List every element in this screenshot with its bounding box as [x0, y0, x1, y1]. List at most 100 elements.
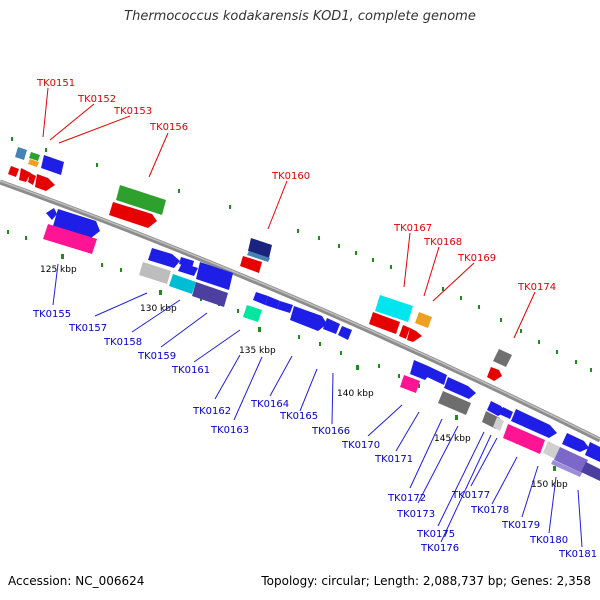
- scale-label: 150 kbp: [531, 480, 568, 490]
- leader-lines-above: [42, 87, 536, 339]
- gene-feature[interactable]: [179, 257, 194, 268]
- gene-label-above[interactable]: TK0152: [77, 94, 116, 105]
- gene-feature[interactable]: [43, 224, 97, 254]
- gene-feature-tk0180[interactable]: [554, 447, 588, 473]
- gene-label-below[interactable]: TK0155: [32, 309, 71, 320]
- gene-feature[interactable]: [41, 155, 64, 175]
- gene-feature[interactable]: [148, 248, 180, 268]
- gene-label-below[interactable]: TK0170: [341, 440, 380, 451]
- gene-label-above[interactable]: TK0160: [271, 171, 310, 182]
- accession-text: Accession: NC_006624: [8, 574, 145, 588]
- gene-feature[interactable]: [562, 433, 589, 452]
- genes-below-backbone: [43, 208, 600, 481]
- gene-feature-tk0168[interactable]: [415, 312, 432, 328]
- gene-feature[interactable]: [407, 328, 422, 342]
- gene-feature-tk0178[interactable]: [503, 424, 545, 454]
- gene-feature[interactable]: [581, 462, 600, 481]
- gene-feature-tk0174[interactable]: [493, 349, 512, 367]
- gene-label-below[interactable]: TK0164: [250, 399, 289, 410]
- gene-feature[interactable]: [46, 208, 57, 220]
- gene-label-above[interactable]: TK0151: [36, 78, 75, 89]
- gene-feature[interactable]: [196, 262, 233, 290]
- gene-feature-tk0176[interactable]: [499, 407, 513, 419]
- gene-feature[interactable]: [19, 168, 31, 182]
- tick-marks-upper: [11, 137, 592, 372]
- gene-label-below[interactable]: TK0165: [279, 411, 318, 422]
- scale-label: 145 kbp: [434, 434, 471, 444]
- gene-label-above[interactable]: TK0167: [393, 223, 432, 234]
- gene-feature-tk0163[interactable]: [265, 296, 280, 309]
- gene-feature-tk0156[interactable]: [116, 185, 166, 215]
- scale-label: 140 kbp: [337, 389, 374, 399]
- gene-label-above[interactable]: TK0153: [113, 106, 152, 117]
- gene-label-below[interactable]: TK0172: [387, 493, 426, 504]
- gene-feature[interactable]: [247, 251, 270, 262]
- gene-feature[interactable]: [8, 166, 19, 177]
- gene-label-above[interactable]: TK0168: [423, 237, 462, 248]
- scale-label: 125 kbp: [40, 265, 77, 275]
- gene-feature[interactable]: [425, 366, 447, 385]
- map-title: Thermococcus kodakarensis KOD1, complete…: [124, 9, 476, 24]
- gene-feature-tk0162[interactable]: [253, 292, 268, 305]
- gene-label-below[interactable]: TK0175: [416, 529, 455, 540]
- gene-feature-tk0152[interactable]: [29, 152, 40, 161]
- gene-label-below[interactable]: TK0166: [311, 426, 350, 437]
- gene-feature[interactable]: [28, 173, 36, 185]
- gene-feature-tk0166[interactable]: [323, 318, 340, 334]
- gene-label-below[interactable]: TK0162: [192, 406, 231, 417]
- gene-label-below[interactable]: TK0161: [171, 365, 210, 376]
- gene-feature-tk0159[interactable]: [192, 282, 228, 307]
- gene-label-below[interactable]: TK0171: [374, 454, 413, 465]
- gene-label-below[interactable]: TK0173: [396, 509, 435, 520]
- gene-label-below[interactable]: TK0157: [68, 323, 107, 334]
- scale-ticks: [61, 254, 556, 471]
- tick-marks-lower: [7, 230, 518, 444]
- scale-label: 135 kbp: [239, 346, 276, 356]
- gene-label-above[interactable]: TK0169: [457, 253, 496, 264]
- genome-summary-text: Topology: circular; Length: 2,088,737 bp…: [261, 574, 591, 588]
- gene-feature-tk0171[interactable]: [438, 391, 471, 415]
- gene-feature-tk0153[interactable]: [28, 159, 39, 167]
- gene-feature[interactable]: [444, 377, 476, 399]
- gene-feature[interactable]: [551, 460, 582, 477]
- gene-label-below[interactable]: TK0158: [103, 337, 142, 348]
- gene-feature[interactable]: [240, 256, 262, 273]
- scale-label: 130 kbp: [140, 304, 177, 314]
- genome-backbone: [0, 179, 600, 443]
- gene-feature-tk0158[interactable]: [169, 274, 196, 294]
- gene-label-below[interactable]: TK0163: [210, 425, 249, 436]
- gene-feature[interactable]: [487, 367, 502, 381]
- gene-feature-tk0177[interactable]: [511, 409, 557, 438]
- gene-label-above[interactable]: TK0156: [149, 122, 188, 133]
- gene-feature-tk0167[interactable]: [375, 295, 413, 322]
- genes-above-backbone: [8, 147, 512, 381]
- gene-feature-tk0157[interactable]: [139, 262, 171, 284]
- gene-feature-tk0155[interactable]: [53, 209, 100, 238]
- gene-label-below[interactable]: TK0179: [501, 520, 540, 531]
- gene-feature-tk0164[interactable]: [277, 301, 293, 313]
- gene-feature[interactable]: [369, 312, 400, 334]
- leader-lines-below: [52, 263, 583, 548]
- gene-feature-tk0169[interactable]: [399, 325, 410, 339]
- gene-feature-tk0151[interactable]: [15, 147, 27, 160]
- gene-label-below[interactable]: TK0177: [451, 490, 490, 501]
- gene-feature-tk0179[interactable]: [543, 441, 560, 459]
- gene-feature-tk0181[interactable]: [585, 442, 600, 462]
- gene-label-below[interactable]: TK0176: [420, 543, 459, 554]
- gene-feature[interactable]: [178, 263, 198, 276]
- gene-label-above[interactable]: TK0174: [517, 282, 556, 293]
- gene-feature-tk0161[interactable]: [243, 305, 262, 322]
- gene-feature-tk0170[interactable]: [400, 375, 420, 393]
- gene-label-below[interactable]: TK0180: [529, 535, 568, 546]
- gene-feature-tk0173[interactable]: [493, 417, 504, 431]
- genome-backbone-highlight: [0, 180, 600, 440]
- gene-label-below[interactable]: TK0178: [470, 505, 509, 516]
- gene-label-below[interactable]: TK0159: [137, 351, 176, 362]
- gene-feature[interactable]: [109, 202, 157, 228]
- gene-feature[interactable]: [35, 174, 55, 191]
- gene-label-below[interactable]: TK0181: [558, 549, 597, 560]
- gene-feature[interactable]: [338, 326, 352, 340]
- gene-feature-tk0165[interactable]: [290, 306, 327, 331]
